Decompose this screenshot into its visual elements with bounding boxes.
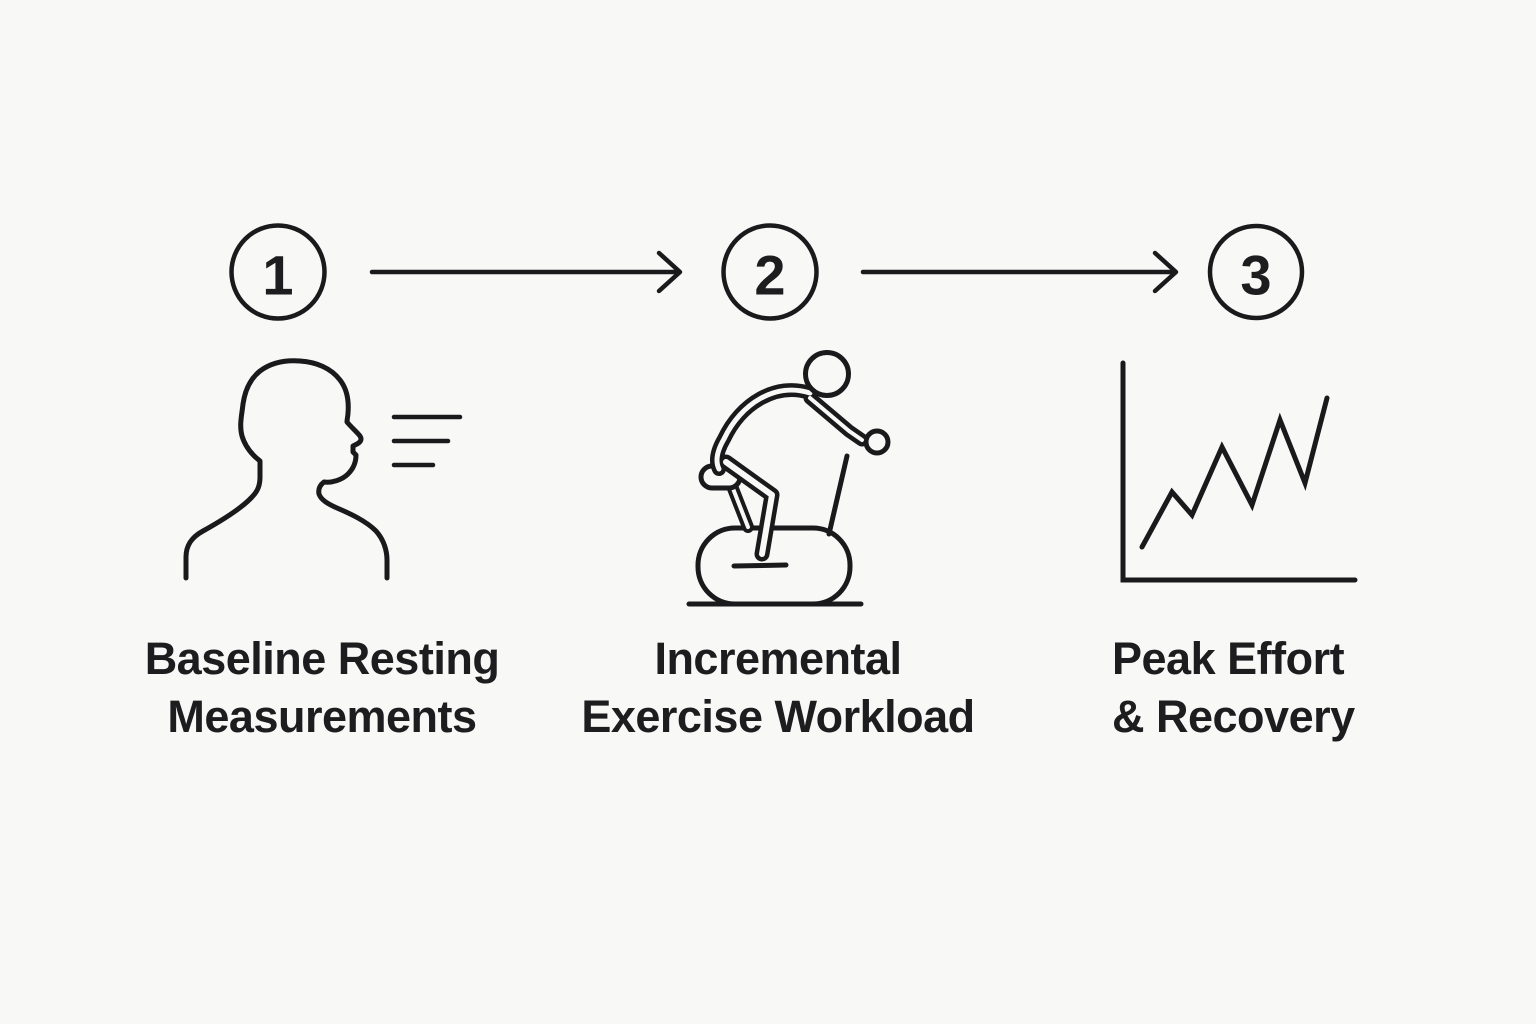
step-1-label-line-1: Baseline Resting (144, 633, 500, 684)
step-1-badge: 1 (229, 223, 327, 321)
step-2-number: 2 (754, 244, 785, 307)
chart-axes (1120, 360, 1358, 583)
bike-frame (826, 453, 850, 537)
step-1-circle (229, 223, 327, 321)
step-3-number: 3 (1240, 244, 1271, 307)
step-3-circle (1207, 223, 1305, 321)
chart-trend-line (1139, 395, 1330, 550)
step-2-circle (721, 223, 819, 321)
step-3-label-line-1: Peak Effort (1112, 633, 1345, 684)
breath-lines (391, 414, 463, 468)
step-1-label: Baseline Resting Measurements (110, 630, 534, 746)
exercise-bike-icon (686, 350, 891, 607)
head-profile-outline (183, 358, 390, 581)
step-3-badge: 3 (1207, 223, 1305, 321)
arrow-1-icon (369, 250, 683, 294)
step-2-label-line-1: Incremental (654, 633, 902, 684)
arrow-2-icon (860, 250, 1179, 294)
bike-pedal (731, 562, 789, 569)
bike-handlebar (863, 428, 891, 456)
step-1-number: 1 (262, 244, 293, 307)
step-2-label: Incremental Exercise Workload (548, 630, 1008, 746)
rider-head (803, 350, 851, 398)
bike-rider (709, 383, 869, 562)
step-1-label-line-2: Measurements (167, 691, 477, 742)
step-2-label-line-2: Exercise Workload (581, 691, 975, 742)
step-2-badge: 2 (721, 223, 819, 321)
person-breathing-icon (183, 358, 463, 581)
step-3-label: Peak Effort & Recovery (1112, 630, 1442, 746)
line-chart-icon (1120, 360, 1358, 583)
step-3-label-line-2: & Recovery (1112, 691, 1355, 742)
